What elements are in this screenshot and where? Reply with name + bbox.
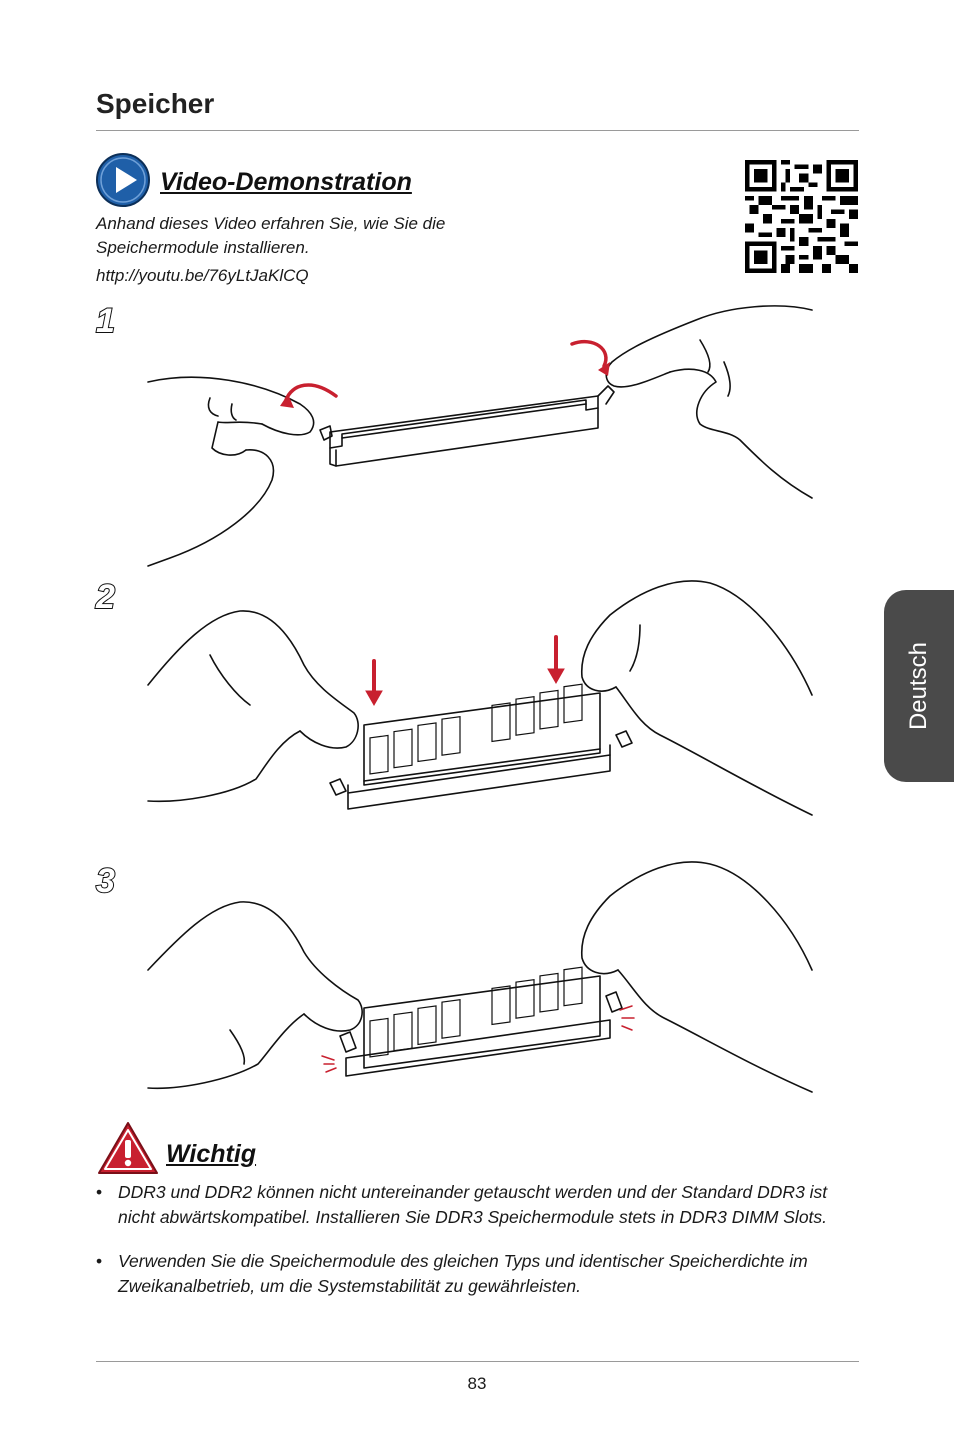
warning-icon: [98, 1122, 158, 1174]
step-1-label: 1: [95, 301, 116, 341]
video-description: Anhand dieses Video erfahren Sie, wie Si…: [96, 214, 446, 257]
title-rule: [96, 130, 859, 131]
video-heading: Video-Demonstration: [160, 168, 412, 196]
play-icon[interactable]: [95, 152, 151, 208]
page-title: Speicher: [96, 88, 215, 119]
note-item: DDR3 und DDR2 können nicht untereinander…: [96, 1180, 866, 1230]
language-tab: Deutsch: [884, 590, 954, 782]
step-3-illustration: [147, 861, 813, 1093]
footer-rule: [96, 1361, 859, 1362]
important-heading: Wichtig: [166, 1140, 257, 1168]
step-2-illustration: [147, 580, 813, 816]
page-number: 83: [467, 1374, 487, 1393]
important-notes: DDR3 und DDR2 können nicht untereinander…: [96, 1180, 866, 1318]
step-1-illustration: [147, 305, 813, 567]
video-url[interactable]: http://youtu.be/76yLtJaKlCQ: [96, 266, 309, 285]
language-tab-label: Deutsch: [905, 641, 932, 731]
step-3-label: 3: [95, 861, 116, 901]
note-item: Verwenden Sie die Speichermodule des gle…: [96, 1249, 866, 1299]
qr-code[interactable]: [745, 160, 858, 273]
step-2-label: 2: [95, 577, 116, 617]
